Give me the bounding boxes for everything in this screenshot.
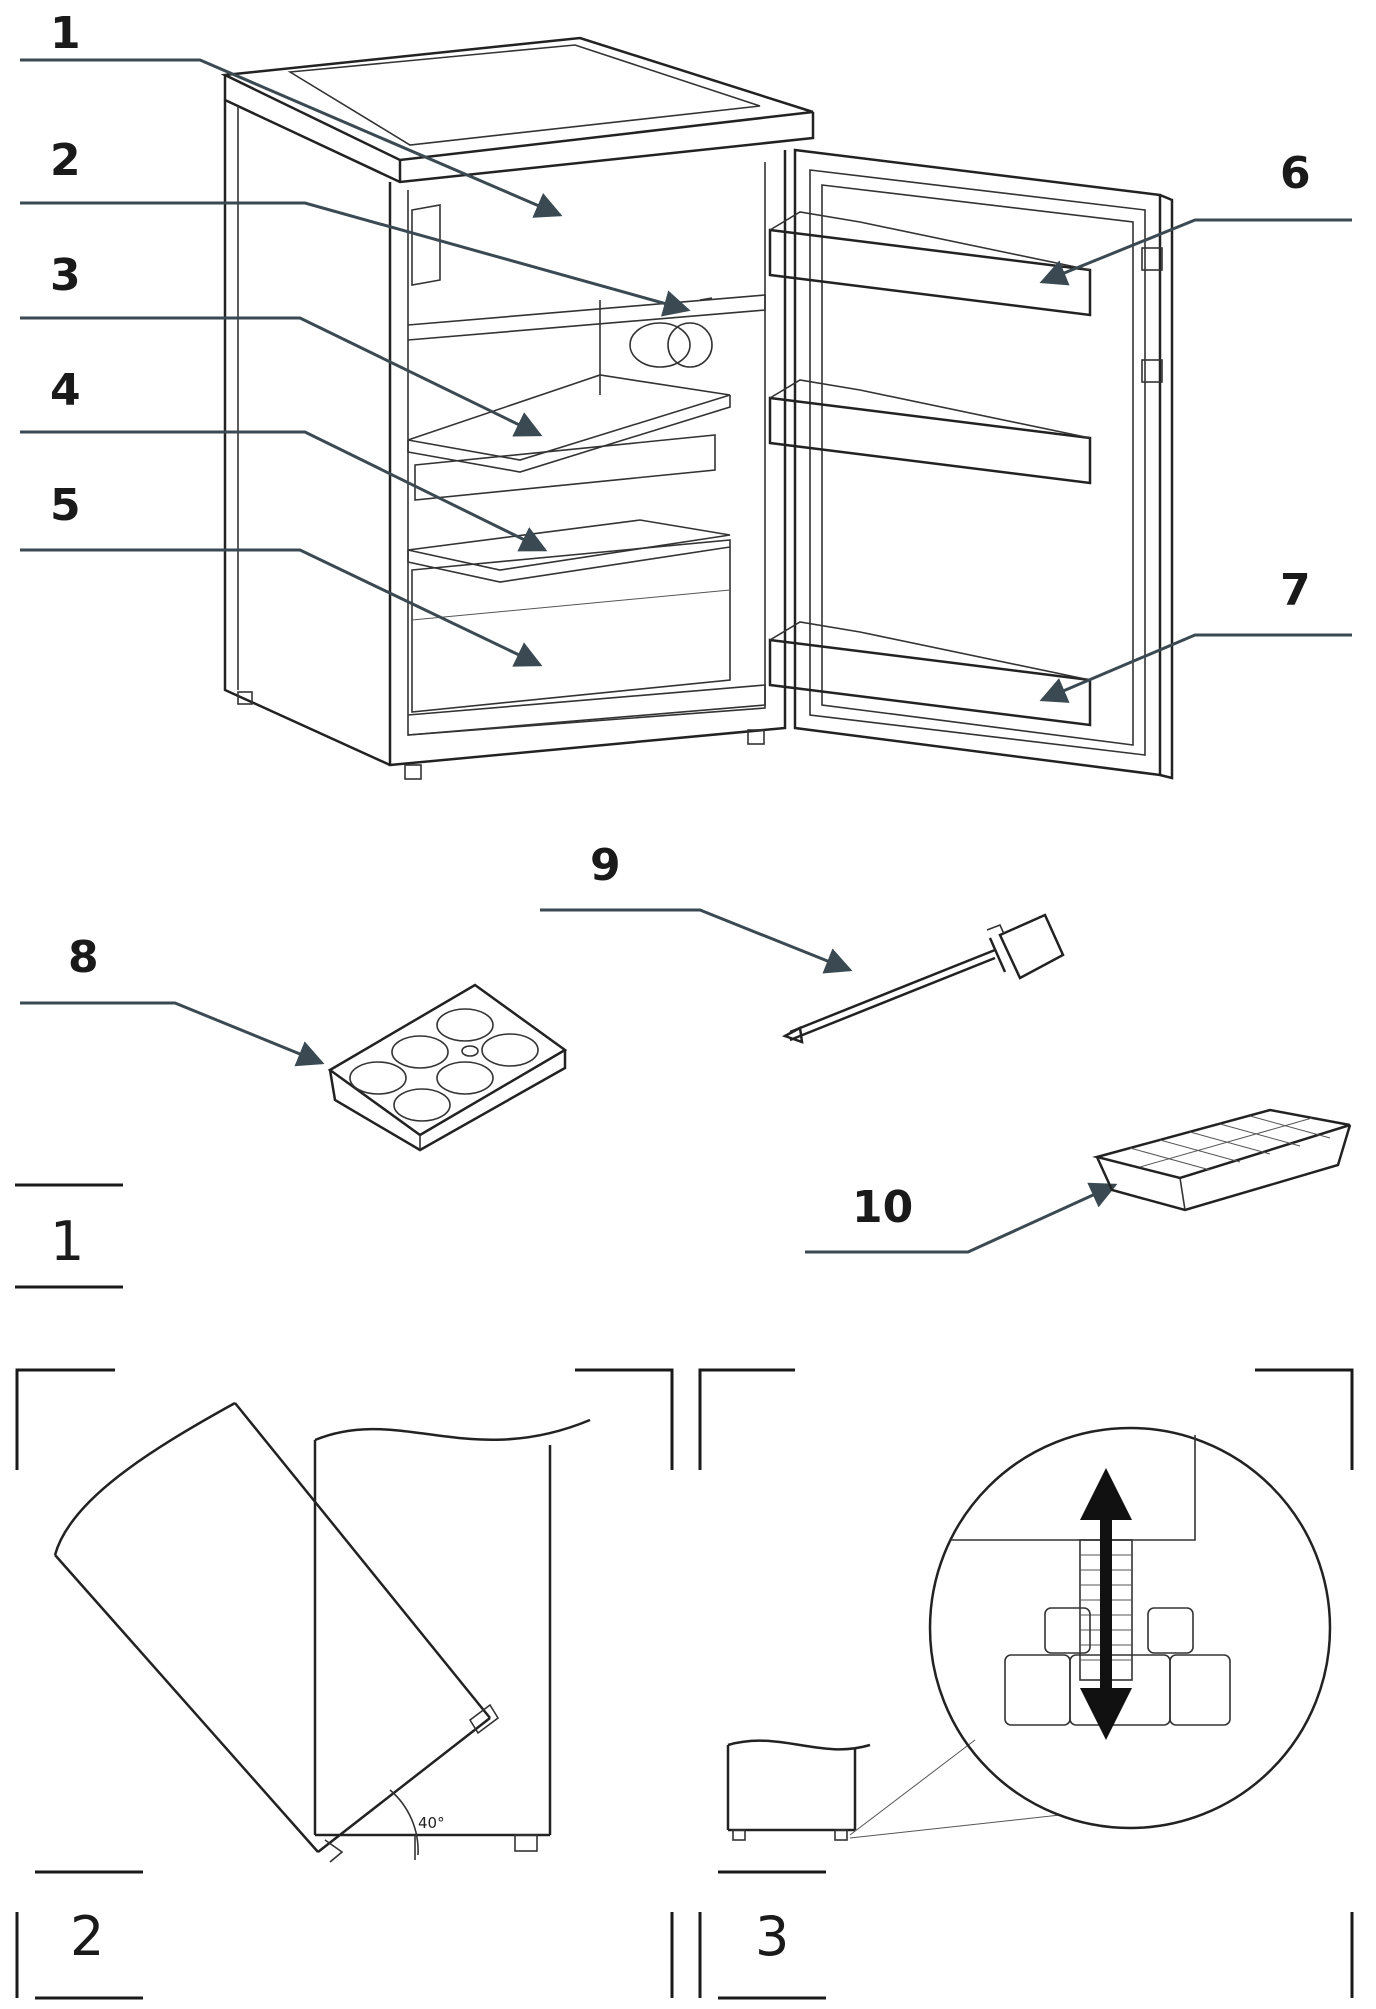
callout-10: 10 bbox=[852, 1182, 913, 1233]
callout-numbers: 1 2 3 4 5 6 7 8 9 10 bbox=[50, 8, 1311, 1233]
figure-3-number: 3 bbox=[755, 1905, 789, 1968]
figure-1-label: 1 bbox=[15, 1183, 123, 1289]
pointer-5 bbox=[20, 548, 543, 667]
callout-6: 6 bbox=[1280, 148, 1311, 199]
pointer-10 bbox=[805, 1182, 1118, 1254]
ice-tray-illustration bbox=[1092, 1108, 1352, 1212]
adjustable-feet-illustration bbox=[726, 1426, 1332, 1841]
callout-9: 9 bbox=[590, 840, 621, 891]
ice-scraper-illustration bbox=[781, 913, 1065, 1044]
pointer-2 bbox=[20, 201, 691, 317]
figure-2-number: 2 bbox=[70, 1905, 104, 1968]
figure-3-frame: 3 bbox=[698, 1368, 1354, 2000]
pointer-4 bbox=[20, 430, 548, 552]
callout-8: 8 bbox=[68, 932, 99, 983]
callout-2: 2 bbox=[50, 135, 81, 186]
figure-1-number: 1 bbox=[50, 1210, 84, 1273]
callout-1: 1 bbox=[50, 8, 81, 59]
angle-label: 40° bbox=[418, 1814, 445, 1832]
tilted-fridge-illustration: 40° bbox=[53, 1401, 591, 1863]
egg-tray-illustration bbox=[327, 983, 568, 1152]
fridge-illustration bbox=[220, 36, 1174, 780]
figure-2-frame: 2 bbox=[15, 1368, 674, 2000]
pointer-8 bbox=[20, 1001, 325, 1067]
callout-3: 3 bbox=[50, 250, 81, 301]
pointer-6 bbox=[1039, 218, 1352, 286]
callout-4: 4 bbox=[50, 365, 81, 416]
callout-7: 7 bbox=[1280, 565, 1311, 616]
callout-lines bbox=[20, 58, 1352, 1254]
callout-5: 5 bbox=[50, 480, 81, 531]
pointer-7 bbox=[1039, 633, 1352, 703]
pointer-9 bbox=[540, 908, 853, 974]
pointer-3 bbox=[20, 316, 543, 437]
pointer-1 bbox=[20, 58, 563, 218]
